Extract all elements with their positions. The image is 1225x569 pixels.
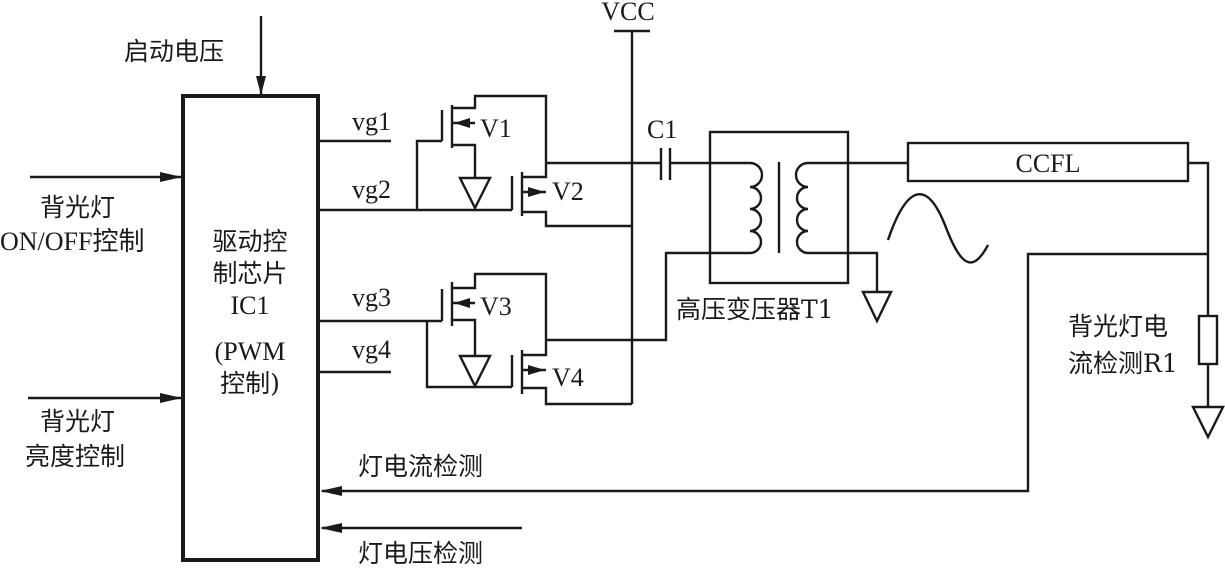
arrow-icon [160, 393, 182, 403]
onoff-label-line2: ON/OFF控制 [0, 227, 144, 256]
c1-label: C1 [647, 115, 677, 144]
arrow-icon [256, 76, 266, 95]
v1-label: V1 [480, 114, 512, 143]
lower-half-bridge: V3 V4 [318, 251, 750, 406]
v2-label: V2 [552, 177, 584, 206]
brightness-label-line1: 背光灯 [40, 407, 115, 436]
ic-label-line4: (PWM [215, 337, 286, 366]
ic-label-line3: IC1 [231, 291, 270, 320]
current-feedback-wire [322, 252, 1208, 493]
arrow-icon [528, 365, 545, 375]
lamp-voltage-label: 灯电压检测 [358, 539, 483, 568]
arrow-icon [454, 298, 470, 308]
arrow-icon [320, 486, 342, 496]
ccfl-label: CCFL [1015, 149, 1080, 178]
ground-icon [458, 354, 492, 389]
ground-icon [458, 176, 492, 211]
arrow-icon [454, 118, 470, 128]
v4-label: V4 [552, 363, 584, 392]
start-voltage-label: 启动电压 [124, 37, 224, 66]
v3-label: V3 [480, 292, 512, 321]
arrow-icon [528, 187, 545, 197]
vg2-label: vg2 [352, 175, 391, 204]
lamp-current-label: 灯电流检测 [358, 452, 483, 481]
ground-icon [1191, 405, 1225, 440]
ic1-block [181, 94, 320, 562]
r1-label-line1: 背光灯电 [1068, 312, 1168, 341]
r1-resistor [1197, 314, 1219, 366]
arrow-icon [320, 523, 342, 533]
ground-icon [861, 290, 893, 324]
onoff-label-line1: 背光灯 [40, 193, 115, 222]
sine-wave-icon [886, 193, 990, 264]
arrow-icon [160, 172, 182, 182]
ic-label-line5: 控制) [220, 369, 280, 398]
transformer-label: 高压变压器T1 [676, 295, 834, 324]
ic-label-line1: 驱动控 [212, 227, 287, 256]
upper-half-bridge: V1 V2 [318, 94, 661, 228]
vcc-label: VCC [601, 0, 654, 26]
transformer-t1 [708, 130, 908, 292]
ic-label-line2: 制芯片 [212, 259, 287, 288]
vg1-label: vg1 [352, 107, 391, 136]
brightness-label-line2: 亮度控制 [25, 442, 125, 471]
vg3-label: vg3 [352, 283, 391, 312]
vg4-label: vg4 [352, 335, 391, 364]
r1-label-line2: 流检测R1 [1068, 349, 1178, 378]
